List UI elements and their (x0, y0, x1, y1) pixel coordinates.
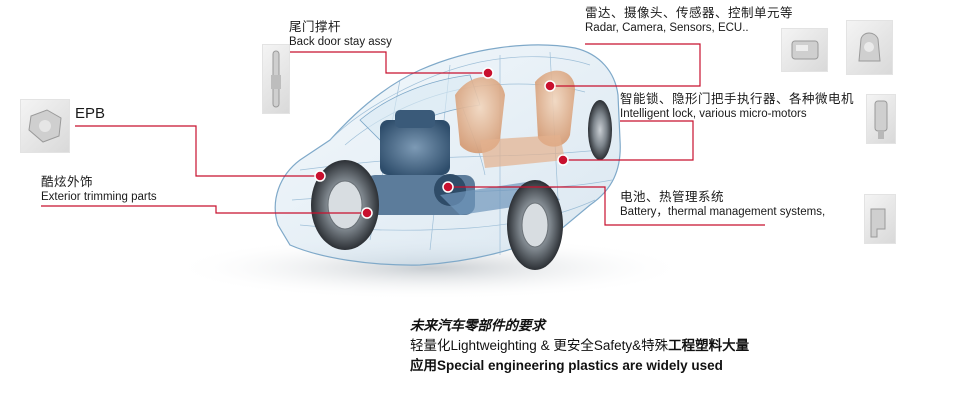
front-seat (455, 76, 505, 154)
callout-battery-en: Battery，thermal management systems, (620, 206, 826, 218)
leader-lines (41, 43, 765, 226)
callout-radar-en: Radar, Camera, Sensors, ECU.. (585, 22, 749, 34)
caption-line-2-a: 轻量化Lightweighting & 更安全Safety&特殊 (410, 338, 669, 353)
dot-epb (314, 170, 326, 182)
leader-back-door (289, 51, 488, 74)
leader-radar (550, 43, 701, 87)
micro-motor-icon (866, 94, 896, 144)
ecu-part-icon (781, 28, 828, 72)
leader-exterior (41, 205, 367, 214)
rear-wheel (507, 180, 563, 270)
rear-right-wheel (588, 100, 612, 160)
callout-dots (314, 67, 569, 219)
callout-back-door-cn: 尾门撑杆 (289, 20, 342, 34)
leader-lock (563, 120, 694, 161)
leader-battery (448, 186, 765, 226)
car-shadow (170, 236, 690, 300)
rear-seat (535, 70, 575, 147)
dot-exterior (361, 207, 373, 219)
callout-exterior: 酷炫外饰 Exterior trimming parts (41, 175, 157, 205)
dot-lock (557, 154, 569, 166)
callout-battery-cn: 电池、热管理系统 (620, 190, 725, 204)
sensor-part-icon (846, 20, 893, 75)
actuator-icon (864, 194, 896, 244)
front-wheel (311, 160, 379, 250)
seat-cushion (480, 135, 565, 168)
callout-back-door: 尾门撑杆 Back door stay assy (289, 20, 392, 50)
leader-epb (75, 125, 320, 177)
caption-line-2-b: 工程塑料大量 (668, 338, 750, 353)
callout-exterior-en: Exterior trimming parts (41, 191, 157, 203)
caption-line-3: 应用Special engineering plastics are widel… (410, 358, 723, 373)
callout-epb-en: EPB (75, 105, 106, 122)
stay-strut-icon (262, 44, 290, 114)
caption: 未来汽车零部件的要求 轻量化Lightweighting & 更安全Safety… (410, 316, 749, 376)
callout-radar-cn: 雷达、摄像头、传感器、控制单元等 (585, 6, 794, 20)
callout-lock-cn: 智能锁、隐形门把手执行器、各种微电机 (620, 92, 855, 106)
caption-title: 未来汽车零部件的要求 (410, 318, 545, 333)
callout-lock: 智能锁、隐形门把手执行器、各种微电机 Intelligent lock, var… (620, 92, 854, 122)
caption-line-2: 轻量化Lightweighting & 更安全Safety&特殊工程塑料大量 (410, 336, 749, 356)
callout-epb: EPB (75, 106, 105, 121)
dot-radar (544, 80, 556, 92)
dot-back-door (482, 67, 494, 79)
callout-lock-en: Intelligent lock, various micro-motors (620, 108, 807, 120)
dot-battery (442, 181, 454, 193)
callout-radar: 雷达、摄像头、传感器、控制单元等 Radar, Camera, Sensors,… (585, 6, 793, 36)
callout-exterior-cn: 酷炫外饰 (41, 175, 94, 189)
epb-module-icon (20, 99, 70, 153)
callout-battery: 电池、热管理系统 Battery，thermal management syst… (620, 190, 825, 220)
callout-back-door-en: Back door stay assy (289, 36, 392, 48)
